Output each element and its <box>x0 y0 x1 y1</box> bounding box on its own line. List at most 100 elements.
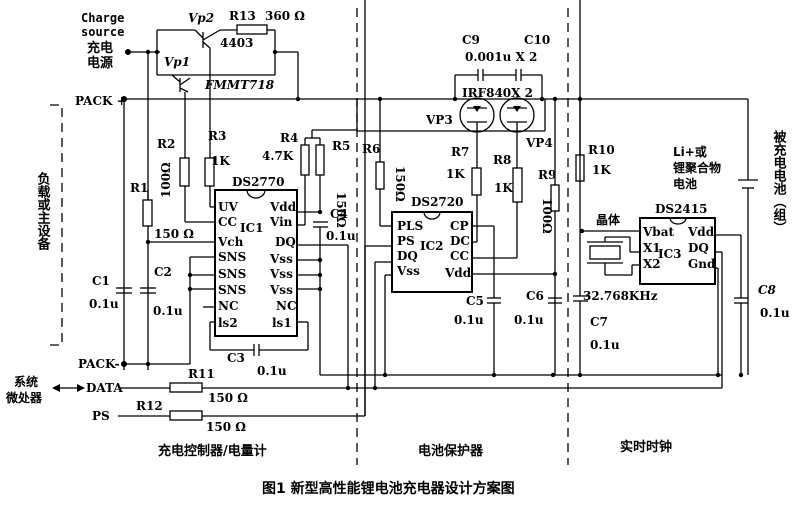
ic1-pin-vss3: Vss <box>269 283 293 297</box>
c9-c10-value: 0.001u X 2 <box>465 50 537 64</box>
resistor-r1 <box>142 199 153 227</box>
ic2-pin-pls: PLS <box>397 219 423 233</box>
transistor-vp1 <box>171 74 191 155</box>
ic2-pin-vss: Vss <box>396 264 420 278</box>
r13-value: 360 Ω <box>265 9 305 23</box>
micro-label-1: 系统 <box>14 374 38 389</box>
c6-label: C6 <box>526 289 544 303</box>
r7-label: R7 <box>451 145 469 159</box>
data-label: DATA <box>86 381 123 395</box>
pack-plus-label: PACK + <box>75 94 127 108</box>
battery-label: 被充电电池（组） <box>771 129 788 234</box>
r2-value: 100Ω <box>159 162 173 198</box>
c3-value: 0.1u <box>257 364 287 378</box>
section-protector-label: 电池保护器 <box>418 443 484 459</box>
c2-value: 0.1u <box>153 304 183 318</box>
r1-value: 150 Ω <box>154 227 194 241</box>
ic2-pin-vdd: Vdd <box>444 266 472 280</box>
ic1-pin-cc: CC <box>218 215 237 229</box>
section-rtc-label: 实时时钟 <box>620 439 672 455</box>
charge-source-en-2: source <box>81 25 124 39</box>
battery-type-1: Li+或 <box>673 144 707 159</box>
r9-value: 100Ω <box>540 198 554 234</box>
ic1-pin-vin: Vin <box>269 215 293 229</box>
c5-value: 0.1u <box>454 313 484 327</box>
r8-label: R8 <box>493 153 511 167</box>
ic2-pin-dq: DQ <box>397 249 418 263</box>
micro-label-2: 微处器 <box>5 390 43 405</box>
c4-value: 0.1u <box>326 229 356 243</box>
ic1-pin-vch: Vch <box>217 235 244 249</box>
r3-label: R3 <box>208 129 226 143</box>
ic3-pin-vdd: Vdd <box>687 225 715 239</box>
resistor-r7 <box>471 167 482 196</box>
load-bracket <box>50 104 63 346</box>
resistor-r5 <box>315 144 325 176</box>
resistor-r2 <box>179 157 190 187</box>
ic2-pin-ps: PS <box>397 234 415 248</box>
r11-value: 150 Ω <box>208 391 248 405</box>
ic1-pin-uv: UV <box>218 200 238 214</box>
r10-value: 1K <box>592 163 611 177</box>
vp4-label: VP4 <box>525 136 553 150</box>
ic1-pin-dq: DQ <box>275 235 296 249</box>
r6-label: R6 <box>362 142 380 156</box>
ic1-pin-sns3: SNS <box>218 283 246 297</box>
load-label: 负载或主设备 <box>35 171 52 251</box>
c1-value: 0.1u <box>89 297 119 311</box>
vp2-label: Vp2 <box>188 11 214 25</box>
charge-source-cn-1: 充电 <box>87 40 113 56</box>
resistor-r8 <box>512 167 523 203</box>
r13-label: R13 <box>229 9 256 23</box>
r7-value: 1K <box>446 167 465 181</box>
ic1-pin-sns1: SNS <box>218 250 246 264</box>
r8-value: 1K <box>494 181 513 195</box>
ic3-pin-x1: X1 <box>643 241 661 255</box>
resistor-r4 <box>300 144 310 176</box>
r3-value: 1K <box>211 154 230 168</box>
ic1-pin-ls2: ls2 <box>218 316 238 330</box>
r10-label: R10 <box>588 143 615 157</box>
ic1-pin-nc-right: NC <box>276 299 297 313</box>
section-charger-label: 充电控制器/电量计 <box>158 443 267 459</box>
ic1-pin-vss1: Vss <box>269 252 293 266</box>
figure-caption: 图1 新型高性能锂电池充电器设计方案图 <box>262 480 515 497</box>
ic1-right-pins: Vdd Vin DQ Vss Vss Vss NC ls1 <box>269 200 297 330</box>
ps-label: PS <box>92 409 110 423</box>
ic2-ds2720 <box>391 211 473 293</box>
pack-minus-label: PACK- <box>78 357 120 371</box>
c8-value: 0.1u <box>760 306 790 320</box>
r1-label: R1 <box>130 181 148 195</box>
r12-value: 150 Ω <box>206 420 246 434</box>
resistor-r6 <box>375 161 385 190</box>
ic2-pin-dc: DC <box>450 234 470 248</box>
r4-value: 4.7K <box>262 149 294 163</box>
resistor-r11 <box>169 382 203 393</box>
r4-label: R4 <box>280 131 298 145</box>
battery-type-2: 锂聚合物 <box>673 160 721 175</box>
crystal-label: 晶体 <box>596 212 621 227</box>
resistor-r13 <box>236 24 268 35</box>
ic1-pin-vss2: Vss <box>269 267 293 281</box>
ic1-part: DS2770 <box>232 175 284 189</box>
ic1-pin-vdd: Vdd <box>269 200 297 214</box>
r9-label: R9 <box>538 168 556 182</box>
c8-label: C8 <box>758 283 777 297</box>
c6-value: 0.1u <box>514 313 544 327</box>
c9-label: C9 <box>462 33 480 47</box>
ic3-part: DS2415 <box>655 202 707 216</box>
c5-label: C5 <box>466 294 484 308</box>
vp2-part: 4403 <box>220 36 253 50</box>
ic1-ds2770 <box>214 189 298 337</box>
c10-label: C10 <box>524 33 550 47</box>
ic1-pin-ls1: ls1 <box>272 316 292 330</box>
mosfet-part: IRF840X 2 <box>462 86 533 100</box>
vp1-part: FMMT718 <box>204 78 275 92</box>
r2-label: R2 <box>157 137 175 151</box>
c2-label: C2 <box>154 265 172 279</box>
c4-label: C4 <box>330 207 348 221</box>
resistor-r12 <box>169 410 203 421</box>
c7-label: C7 <box>590 315 608 329</box>
charge-source-cn-2: 电源 <box>87 55 113 71</box>
